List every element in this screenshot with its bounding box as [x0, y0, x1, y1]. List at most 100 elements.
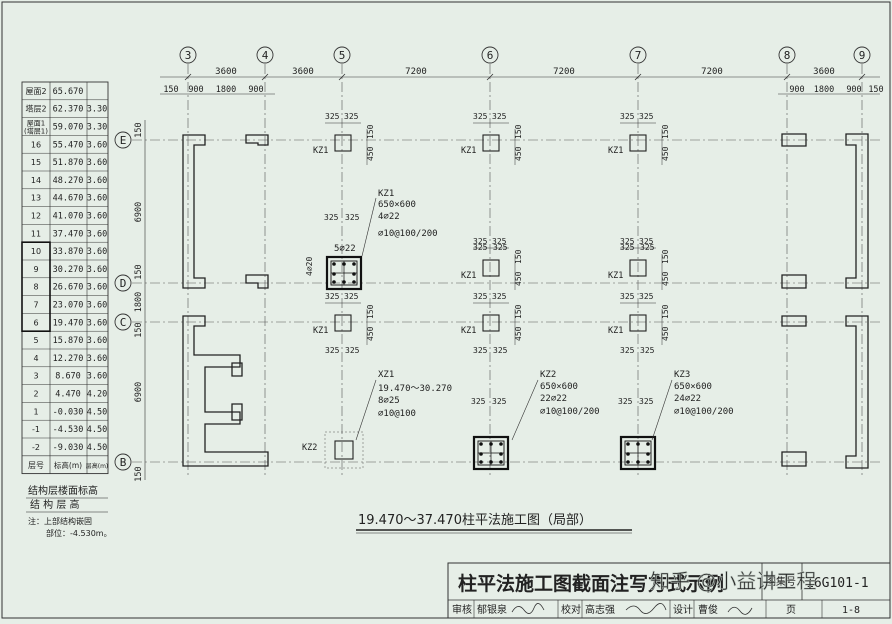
table-captions: 结构层楼面标高 结 构 层 高 注：上部结构嵌固 部位：-4.530m。 [26, 484, 112, 538]
table-floor-4: 15 [31, 158, 41, 167]
table-elev-12: 23.070 [53, 301, 84, 311]
wall-stub-b8 [781, 451, 807, 467]
dim-sub-right-0: 900 [789, 85, 804, 95]
table-height-18: 4.50 [87, 407, 107, 417]
wall-left-upper [182, 134, 206, 289]
table-floor-12: 7 [33, 301, 38, 310]
col-kz1-d6-label: KZ1 [461, 271, 476, 281]
callout-kz3-line1: KZ3 [674, 370, 690, 380]
dim-top-3: 7200 [553, 67, 575, 77]
table-elev-1: 62.370 [53, 105, 84, 115]
table-height-16: 3.60 [87, 372, 107, 382]
col-kz1-d7-label: KZ1 [608, 271, 623, 281]
table-floor-0: 屋面2 [25, 87, 46, 96]
table-height-1: 3.30 [87, 105, 107, 115]
table-elev-19: -4.530 [53, 425, 84, 435]
table-height-3: 3.60 [87, 140, 107, 150]
table-height-5: 3.60 [87, 176, 107, 186]
axis-bubble-4 [256, 46, 274, 64]
callout-kz1-line1: KZ1 [378, 189, 394, 199]
col-kz1-e5-dim-b: 325 [344, 112, 359, 121]
row-dim-a-3: 325 [620, 346, 635, 355]
wall-stub-d4 [245, 274, 269, 289]
col-kz1-d7-dim-a: 325 [620, 237, 635, 246]
col-kz1-c7-dim-c: 150 [661, 304, 670, 319]
table-height-10: 3.60 [87, 265, 107, 275]
table-elev-6: 44.670 [53, 194, 84, 204]
table-floor-17: 2 [33, 390, 38, 399]
title-block: 柱平法施工图截面注写方式示例 图集号 16G101-1 知乎 @小益讲工程 审核… [447, 562, 891, 619]
table-height-8: 3.60 [87, 229, 107, 239]
col-kz1-detail-d5-bar [352, 262, 356, 266]
designer-signature [727, 606, 753, 615]
col-kz1-c5-dim-a: 325 [325, 292, 340, 301]
col-xz1-b5 [334, 440, 354, 460]
col-kz1-c6-dim-c: 150 [514, 304, 523, 319]
caption-elevation: 结构层楼面标高 [28, 484, 98, 497]
dim-sub-left-2: 1800 [216, 85, 236, 95]
col-kz2-detail-b6-bar [479, 442, 483, 446]
col-kz1-d6 [482, 259, 500, 277]
axis-bubble-9 [853, 46, 871, 64]
title-main: 柱平法施工图截面注写方式示例 [458, 572, 724, 595]
dim-left-3: 1800 [134, 292, 144, 312]
col-kz2-detail-b6-bar [499, 442, 503, 446]
col-kz1-e7-dim-a: 325 [620, 112, 635, 121]
table-floor-1: 塔层2 [25, 104, 46, 114]
col-kz2-detail-b6 [472, 435, 510, 471]
atlas-number: 16G101-1 [806, 576, 869, 591]
dim-sub-left-1: 900 [188, 85, 203, 95]
table-elev-2: 59.070 [53, 123, 84, 133]
col-kz3-detail-b7-bar [646, 442, 650, 446]
detail-dim-b-0: 325 [345, 213, 360, 222]
dim-left-5: 6900 [134, 382, 144, 402]
col-kz1-c7-dim-a: 325 [620, 292, 635, 301]
table-height-7: 3.60 [87, 212, 107, 222]
callout-kz1-left: 4⌀20 [305, 257, 314, 276]
callout-kz2-line1: KZ2 [540, 370, 556, 380]
callout-kz2-line3: 22⌀22 [540, 394, 567, 404]
col-kz1-c7-label: KZ1 [608, 326, 623, 336]
table-height-20: 4.50 [87, 443, 107, 453]
col-kz1-c5-label: KZ1 [313, 326, 328, 336]
table-elev-15: 12.270 [53, 354, 84, 364]
table-elev-13: 19.470 [53, 318, 84, 328]
axis-label-6: 6 [487, 49, 494, 62]
callout-xz1-line4: ⌀10@100 [378, 409, 416, 419]
col-kz1-e6-dim-d: 450 [514, 146, 523, 161]
table-height-2: 3.30 [87, 123, 107, 133]
table-elev-10: 30.270 [53, 265, 84, 275]
detail-dim-b-2: 325 [639, 397, 654, 406]
col-kz1-d7-dim-c: 150 [661, 249, 670, 264]
col-kz1-c5 [334, 314, 352, 332]
wall-left-return2 [231, 403, 243, 421]
check-label: 校对 [561, 603, 581, 616]
design-label: 设计 [673, 603, 693, 616]
col-kz3-detail-b7 [619, 435, 657, 471]
table-height-4: 3.60 [87, 158, 107, 168]
col-kz1-d6-dim-b: 325 [492, 237, 507, 246]
watermark: 知乎 @小益讲工程 [650, 569, 816, 593]
dim-top-5: 3600 [813, 67, 835, 77]
wall-stub-e4 [245, 134, 269, 146]
axis-bubble-C [114, 313, 132, 331]
page-label: 页 [786, 604, 796, 616]
table-elev-4: 51.870 [53, 158, 84, 168]
dim-sub-right-2: 900 [846, 85, 861, 95]
row-dim-a-0: 325 [473, 243, 488, 252]
col-kz1-e5-label: KZ1 [313, 146, 328, 156]
table-floor-13: 6 [33, 318, 38, 327]
callout-kz3-line4: ⌀10@100/200 [674, 407, 734, 417]
table-elev-3: 55.470 [53, 140, 84, 150]
wall-stub-d8 [781, 274, 807, 289]
axis-label-9: 9 [859, 49, 866, 62]
designer-name: 曹俊 [698, 603, 718, 616]
axis-bubble-5 [333, 46, 351, 64]
table-floor-16: 3 [33, 372, 38, 381]
dim-tick [486, 73, 494, 81]
dim-sub-right-3: 150 [868, 85, 883, 95]
table-height-6: 3.60 [87, 194, 107, 204]
col-kz1-c6-dim-a: 325 [473, 292, 488, 301]
